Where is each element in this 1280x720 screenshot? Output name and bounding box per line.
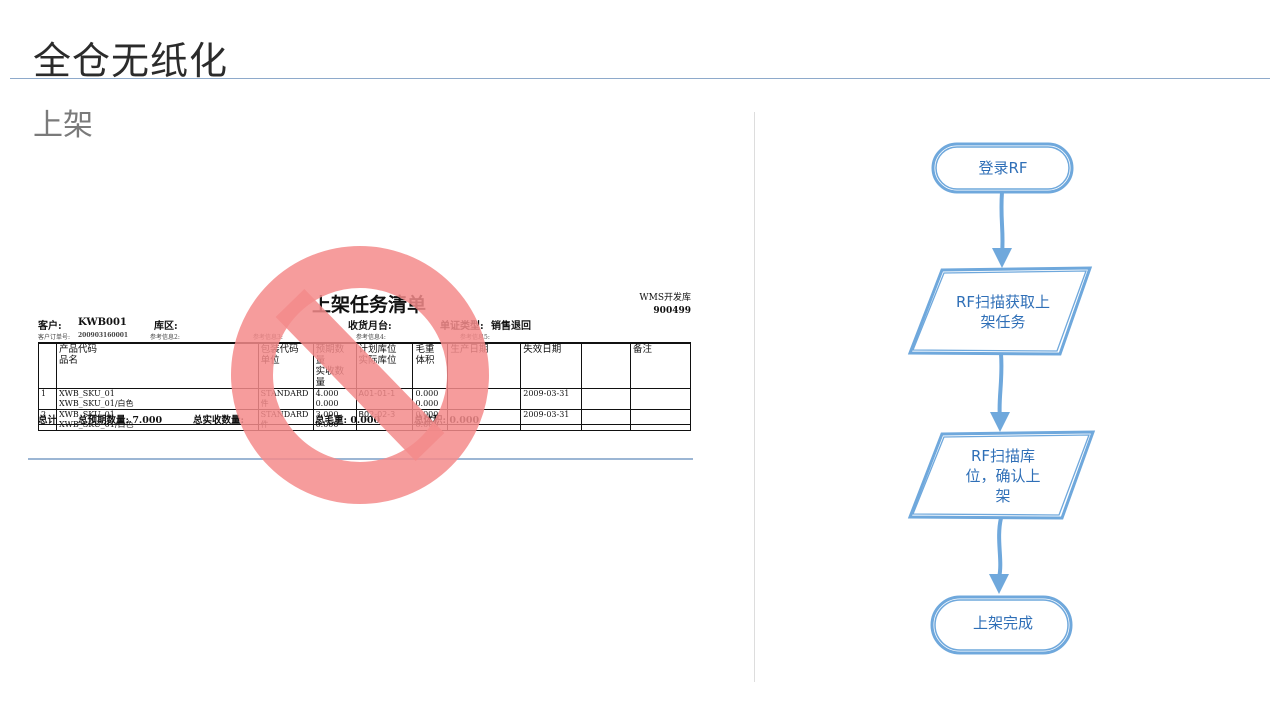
slide-subtitle: 上架 — [33, 108, 93, 143]
table-header-row: 产品代码品名 包装代码单位 预期数量实收数量 计划库位实际库位 毛重体积 生产日… — [38, 342, 691, 389]
doc-header-right: WMS开发库 900499 — [639, 292, 691, 318]
doc-warehouse: WMS开发库 — [639, 293, 691, 303]
total-expected: 总预期数量: 7.000 — [78, 415, 163, 426]
flow-node-scan-task — [907, 266, 1093, 356]
doc-title: 上架任务清单 — [312, 294, 427, 316]
flow-node-done — [930, 595, 1073, 655]
ref3-label: 参考信息3: — [253, 334, 283, 341]
slide-title: 全仓无纸化 — [33, 39, 229, 83]
doc-code: 900499 — [653, 306, 691, 316]
title-underline — [10, 78, 1270, 79]
flow-label-scan-task: RF扫描获取上架任务 — [955, 293, 1051, 331]
col-weight-volume: 毛重体积 — [412, 342, 449, 389]
doc-type-label: 单证类型: — [440, 321, 484, 332]
col-production-date: 生产日期 — [447, 342, 522, 389]
total-weight: 总毛重: 0.000 — [315, 415, 381, 426]
customer-value: KWB001 — [78, 317, 127, 328]
col-remark: 备注 — [630, 342, 691, 389]
flow-node-login — [931, 142, 1074, 194]
zone-label: 库区: — [154, 321, 178, 332]
flow-label-scan-location: RF扫描库位，确认上架 — [965, 447, 1041, 505]
totals-row: 总计 总预期数量: 7.000 总实收数量: 总毛重: 0.000 总体积: 0… — [38, 412, 691, 426]
order-value: 200903160001 — [78, 332, 129, 339]
customer-label: 客户: — [38, 321, 62, 332]
col-code-name: 产品代码品名 — [55, 342, 259, 389]
paper-task-list: 上架任务清单 WMS开发库 900499 客户: KWB001 库区: 收货月台… — [28, 286, 693, 460]
doc-bottom-rule — [28, 458, 693, 460]
flow-label-done: 上架完成 — [972, 614, 1033, 632]
ref2-label: 参考信息2: — [150, 334, 180, 341]
ref5-label: 参考信息5: — [460, 334, 490, 341]
total-received: 总实收数量: — [193, 415, 245, 426]
flow-arrow — [990, 353, 1010, 432]
totals-label: 总计 — [38, 415, 58, 426]
col-location: 计划库位实际库位 — [355, 342, 414, 389]
total-volume: 总体积: 0.000 — [414, 415, 480, 426]
dock-label: 收货月台: — [348, 321, 392, 332]
col-qty: 预期数量实收数量 — [312, 342, 357, 389]
col-blank — [581, 342, 632, 389]
col-pack-unit: 包装代码单位 — [257, 342, 314, 389]
column-divider — [754, 112, 755, 682]
order-label: 客户订单号: — [38, 334, 71, 341]
flow-node-scan-location — [907, 430, 1096, 520]
flow-arrow — [992, 191, 1012, 268]
flow-arrow — [989, 517, 1009, 594]
putaway-flowchart — [907, 142, 1096, 655]
flow-label-login: 登录RF — [978, 159, 1028, 177]
doc-type-value: 销售退回 — [491, 321, 531, 332]
col-expiry-date: 失效日期 — [520, 342, 583, 389]
ref4-label: 参考信息4: — [356, 334, 386, 341]
